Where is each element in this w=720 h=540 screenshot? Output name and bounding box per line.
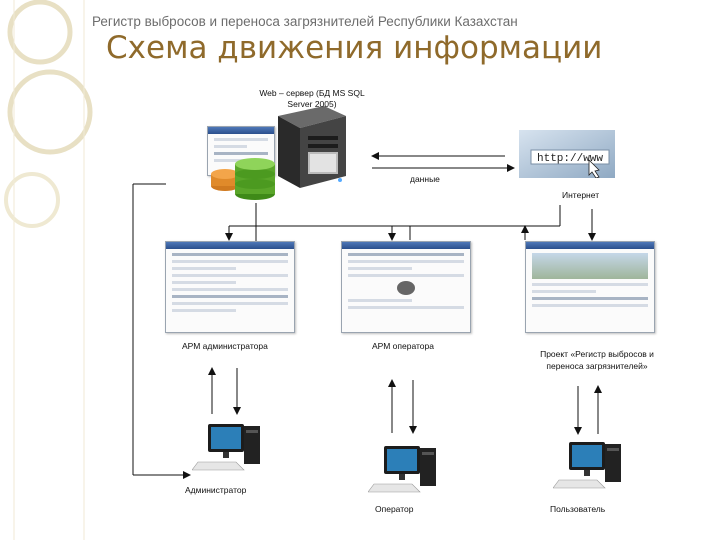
slide-supertitle: Регистр выбросов и переноса загрязнителе…	[92, 14, 518, 29]
server-icon	[278, 106, 346, 188]
project-screenshot	[525, 241, 655, 333]
user-label: Пользователь	[550, 504, 606, 514]
arm-operator-screenshot	[341, 241, 471, 333]
arm-admin-screenshot	[165, 241, 295, 333]
project-label: Проект «Регистр выбросов и переноса загр…	[540, 349, 654, 371]
database-icon	[211, 158, 275, 200]
internet-url-text: http://www	[537, 153, 603, 165]
operator-computer-icon	[368, 446, 436, 493]
slide-title: Схема движения информации	[106, 30, 603, 66]
decorative-circles	[4, 0, 93, 540]
arm-admin-label: АРМ администратора	[182, 341, 268, 351]
operator-label: Оператор	[375, 504, 414, 514]
administrator-computer-icon	[192, 424, 260, 471]
server-label: Web – сервер (БД MS SQL Server 2005)	[259, 88, 365, 109]
internet-icon: http://www	[519, 130, 615, 178]
administrator-label: Администратор	[185, 485, 247, 495]
data-edge-label: данные	[410, 174, 440, 184]
user-computer-icon	[553, 442, 621, 489]
arm-operator-label: АРМ оператора	[372, 341, 434, 351]
internet-label: Интернет	[562, 190, 600, 200]
